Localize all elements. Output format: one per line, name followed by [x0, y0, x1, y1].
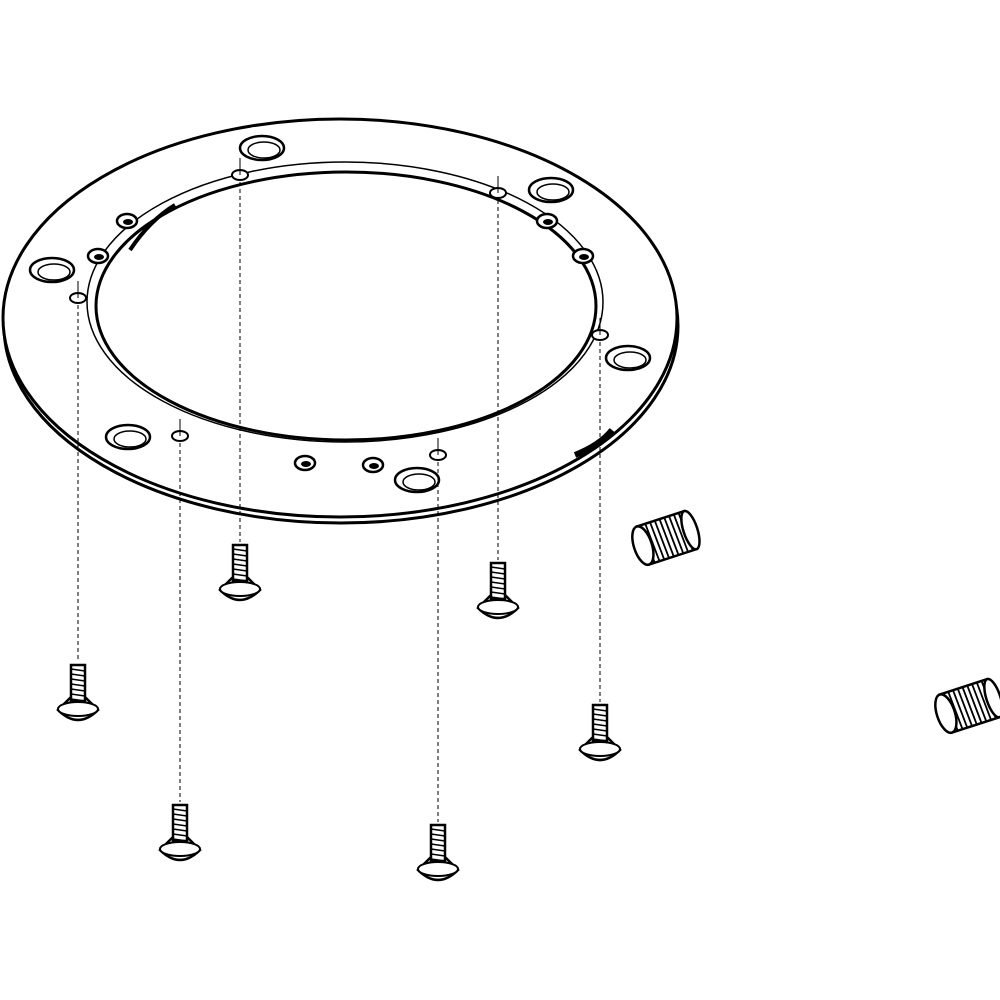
small-hole — [293, 454, 317, 472]
countersunk-hole — [238, 134, 286, 162]
ring-outer-edge — [1, 117, 679, 519]
small-hole — [361, 456, 385, 474]
countersunk-screw — [416, 823, 460, 882]
countersunk-hole — [393, 466, 441, 494]
pin-hole — [69, 281, 87, 304]
small-hole — [86, 247, 110, 265]
countersunk-hole — [28, 256, 76, 284]
countersunk-screw — [218, 543, 262, 602]
countersunk-screw — [56, 663, 100, 722]
ring-inner-edge — [94, 170, 598, 442]
countersunk-hole — [604, 344, 652, 372]
pin-hole — [489, 176, 507, 199]
countersunk-screw — [476, 561, 520, 620]
ring-thickness-shading — [573, 428, 615, 458]
countersunk-hole — [104, 423, 152, 451]
countersunk-hole — [527, 176, 575, 204]
pin-hole — [429, 438, 447, 461]
pin-hole — [171, 419, 189, 442]
threaded-set-screw — [631, 509, 701, 567]
countersunk-screw — [578, 703, 622, 762]
mounting-ring — [1, 117, 680, 525]
countersunk-screw — [158, 803, 202, 862]
ring-inner-step — [86, 161, 604, 443]
pin-hole — [231, 158, 249, 181]
ring-inner-shading — [128, 203, 177, 252]
small-hole — [571, 247, 595, 265]
small-hole — [535, 212, 559, 230]
threaded-set-screw — [934, 677, 1000, 735]
pin-hole — [591, 318, 609, 341]
small-hole — [115, 212, 139, 230]
